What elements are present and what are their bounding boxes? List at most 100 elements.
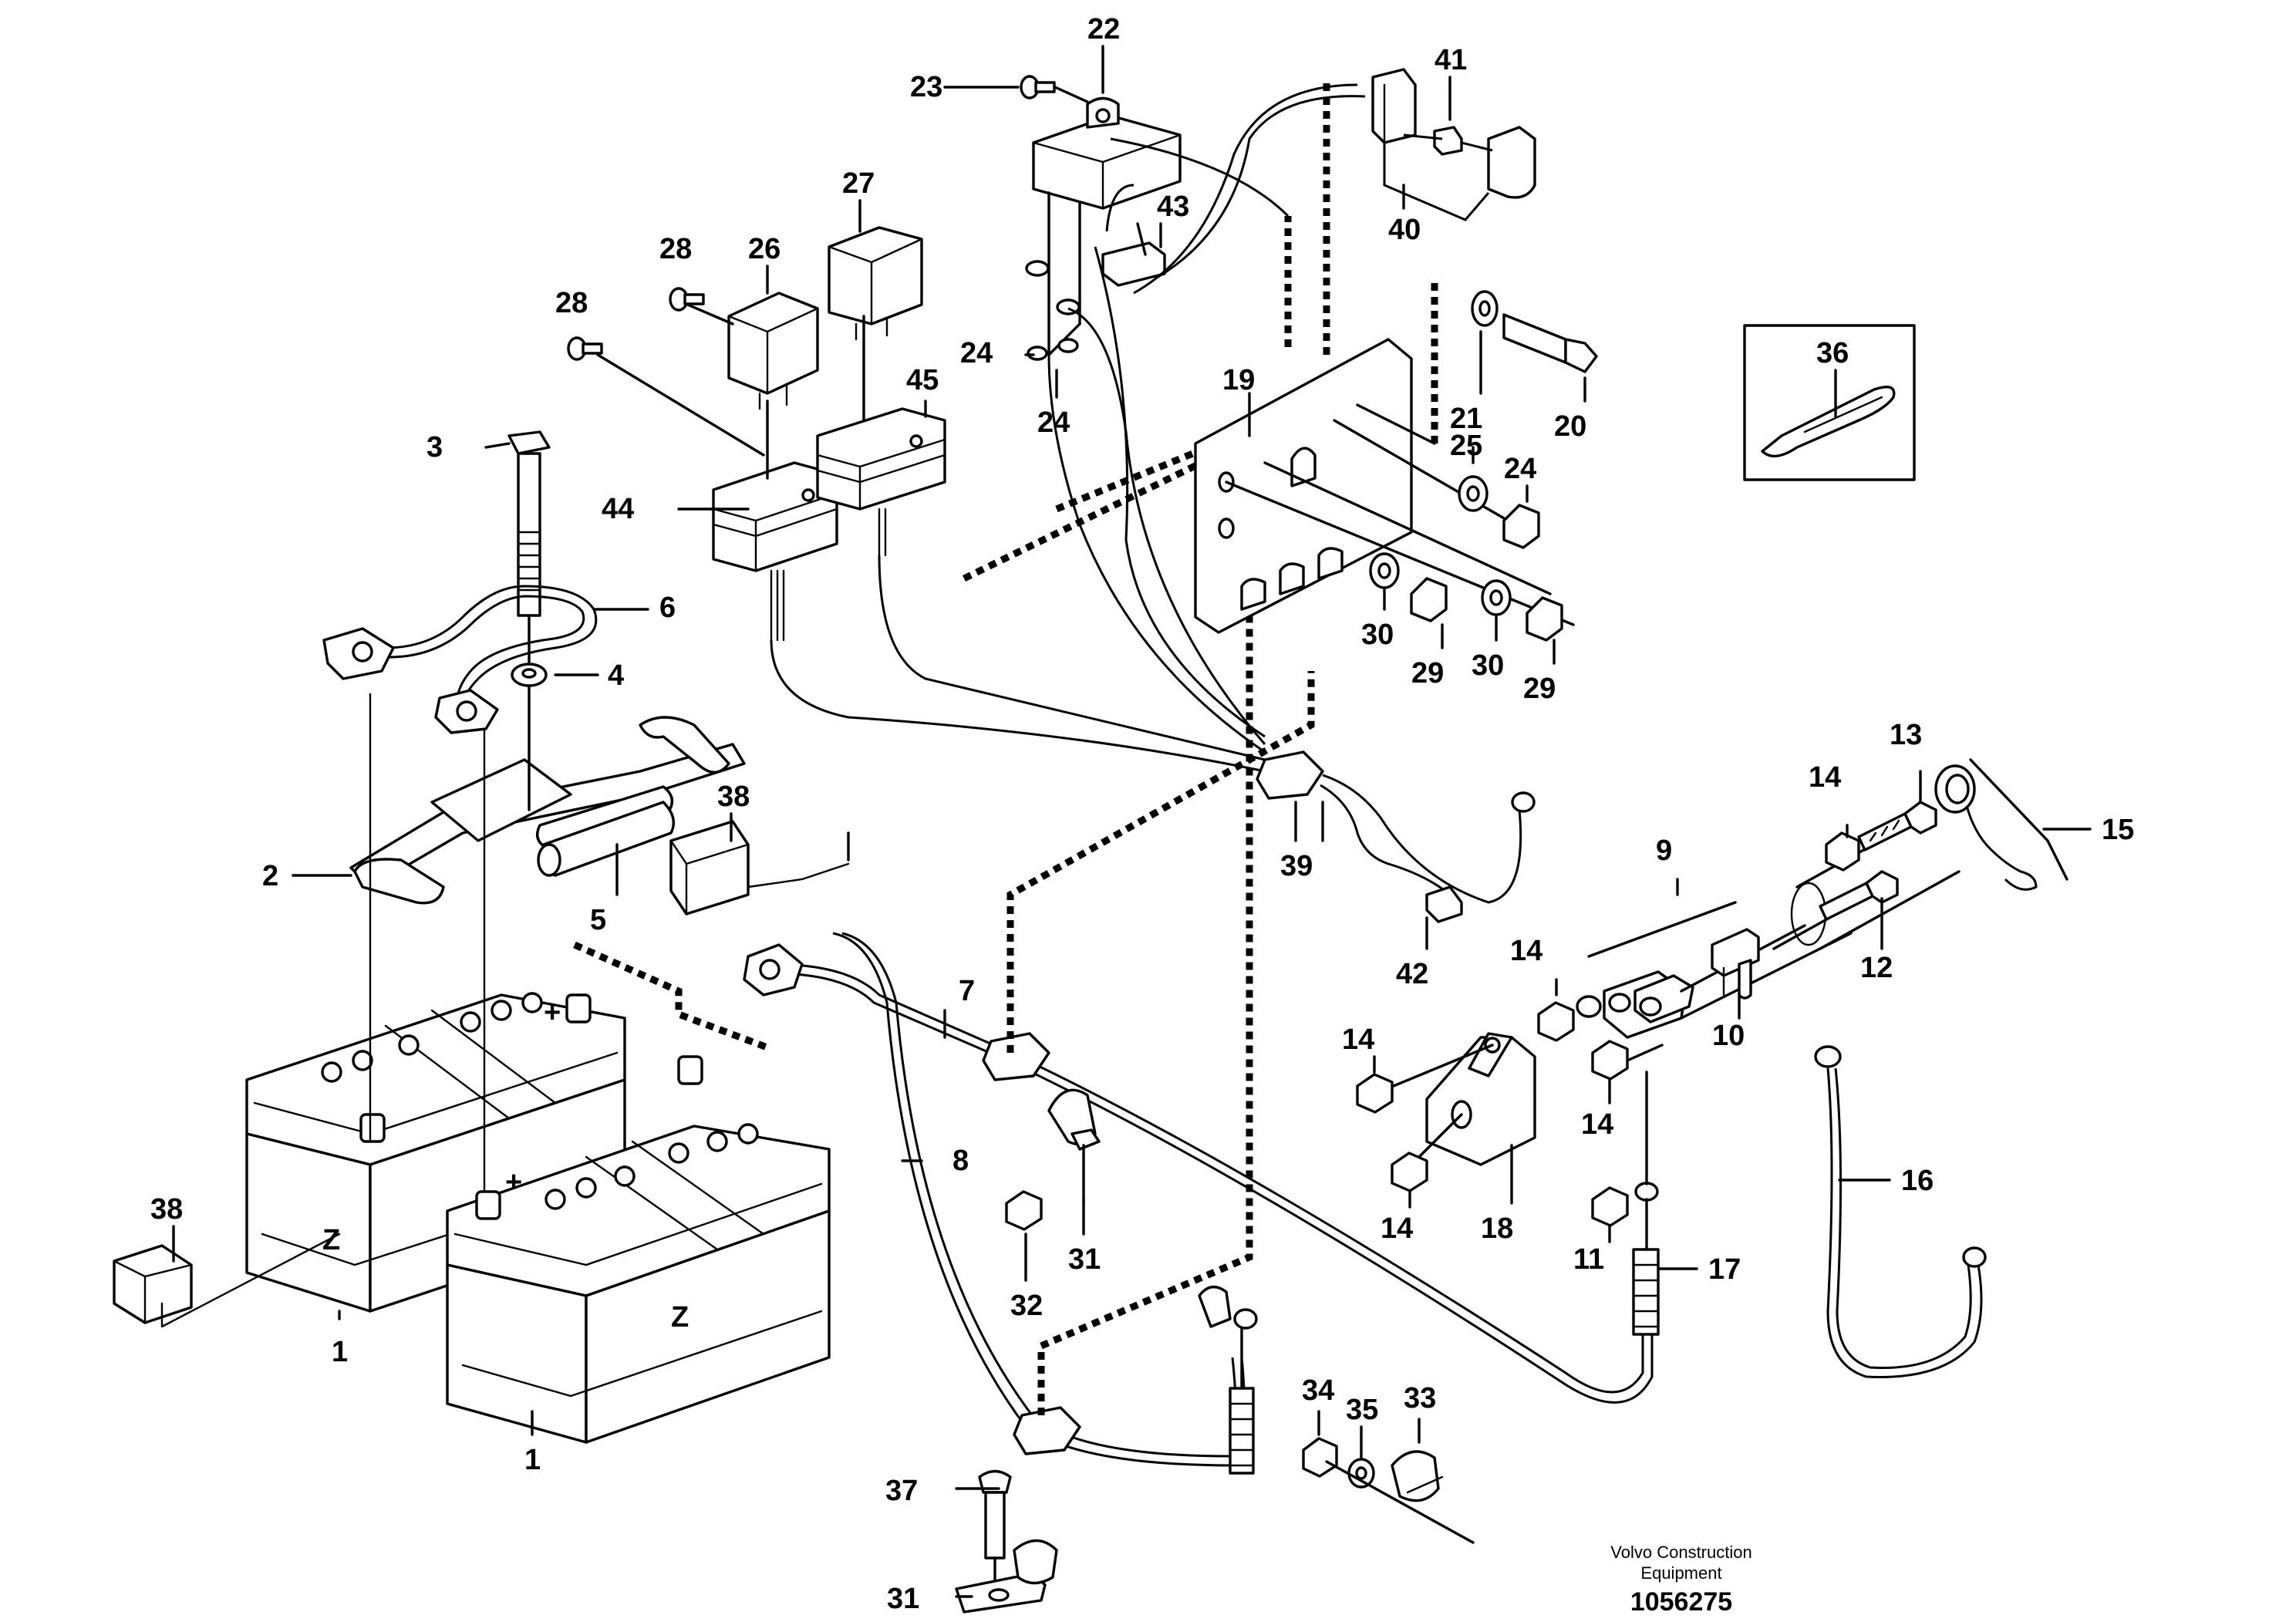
- callout-14e: 14: [1381, 1212, 1413, 1245]
- footer-block: Volvo Construction Equipment 1056275: [1610, 1543, 1752, 1617]
- battery-z-mark: Z: [322, 1224, 340, 1256]
- callout-39: 39: [1280, 850, 1313, 882]
- callout-28a: 28: [659, 233, 692, 265]
- nut-11: [1591, 1186, 1629, 1227]
- leader-lines: [160, 45, 2092, 1598]
- stud-line: [1626, 1044, 1664, 1062]
- mount-bracket-18: [1379, 1032, 1536, 1166]
- callout-3: 3: [426, 431, 443, 464]
- switch-assembly: [1371, 68, 1536, 221]
- callout-37: 37: [885, 1475, 918, 1507]
- battery-z-mark-2: Z: [671, 1301, 689, 1334]
- screw-line-28a: [596, 353, 765, 457]
- nuts-14: [1356, 1001, 1629, 1192]
- callout-6: 6: [659, 592, 676, 624]
- callout-1a: 1: [332, 1336, 348, 1368]
- callout-35: 35: [1346, 1394, 1378, 1426]
- callout-7: 7: [959, 975, 975, 1007]
- callout-22: 22: [1087, 13, 1120, 46]
- callout-29a: 29: [1411, 657, 1444, 690]
- wire-harness: [770, 83, 1366, 773]
- boot-17: [1632, 1071, 1660, 1336]
- terminal-cover-upper: [669, 820, 750, 916]
- callout-33: 33: [1404, 1382, 1436, 1415]
- disconnect-switch-9: [1576, 924, 1853, 1039]
- callout-38a: 38: [717, 781, 750, 813]
- callout-30a: 30: [1361, 619, 1394, 651]
- callout-20: 20: [1554, 410, 1586, 443]
- connector-39: [1256, 750, 1536, 923]
- screw-23: [1020, 75, 1089, 103]
- nut-32: [1005, 1190, 1043, 1231]
- bolt-37: [978, 1469, 1012, 1606]
- hose-sleeve: [537, 801, 675, 877]
- jumper-cable: [322, 585, 598, 734]
- cable-tie-inset: [1743, 324, 1916, 481]
- callout-30b: 30: [1472, 649, 1504, 682]
- callout-41: 41: [1435, 44, 1467, 76]
- callout-24b: 24: [1037, 406, 1070, 439]
- callout-17: 17: [1708, 1253, 1741, 1286]
- callout-31b: 31: [887, 1583, 919, 1615]
- mounting-plate: [1194, 338, 1413, 634]
- relay-base-44: [712, 461, 838, 642]
- screw-12: [1772, 870, 1899, 950]
- screw-28a: [567, 336, 603, 361]
- bracket-9-marker: [1587, 901, 1737, 958]
- cap-15: [1934, 764, 2038, 891]
- bracket-15-marker: [1969, 758, 2068, 881]
- company-name-line1: Volvo Construction: [1610, 1543, 1752, 1562]
- callout-16: 16: [1901, 1165, 1934, 1197]
- callout-9: 9: [1656, 835, 1672, 867]
- callout-13: 13: [1890, 719, 1922, 751]
- dashed-line-lower: [1037, 555, 1253, 1415]
- callout-29b: 29: [1523, 673, 1556, 705]
- battery-plus-mark: +: [544, 996, 561, 1029]
- callout-28b: 28: [555, 287, 588, 319]
- clamp-31-lower: [955, 1539, 1058, 1614]
- callout-23: 23: [910, 71, 942, 103]
- callout-24a: 24: [960, 337, 993, 369]
- callout-11: 11: [1573, 1243, 1604, 1276]
- callout-45: 45: [906, 364, 939, 396]
- callout-14a: 14: [1809, 761, 1841, 794]
- clamp-set-33-35: [1302, 1437, 1475, 1544]
- callout-8: 8: [952, 1145, 969, 1177]
- terminal-cover-lower: [113, 1244, 193, 1324]
- callout-4: 4: [608, 659, 624, 692]
- relay-27: [828, 226, 923, 422]
- callout-32: 32: [1010, 1290, 1043, 1322]
- callout-42: 42: [1396, 958, 1428, 990]
- callout-24c: 24: [1504, 453, 1536, 485]
- screw-13: [1857, 801, 1937, 851]
- cable-ends-lower: [1198, 1285, 1258, 1475]
- battery-bolt: [507, 430, 551, 811]
- cable-positive: [743, 943, 1654, 1404]
- callout-40: 40: [1388, 214, 1421, 246]
- bolt-20: [1471, 290, 1598, 373]
- callout-12: 12: [1860, 952, 1893, 984]
- relay-base-45: [816, 407, 946, 557]
- ground-strap-16: [1814, 1045, 1987, 1378]
- callout-21: 21: [1450, 403, 1482, 435]
- callout-38b: 38: [150, 1193, 183, 1226]
- drawing-number: 1056275: [1630, 1587, 1732, 1617]
- callout-34: 34: [1302, 1374, 1334, 1407]
- bracket-10: [1711, 928, 1760, 1000]
- battery-clamp-bar: [349, 716, 746, 905]
- callout-14d: 14: [1581, 1108, 1613, 1141]
- callout-27: 27: [842, 167, 875, 200]
- callout-14b: 14: [1510, 935, 1542, 967]
- battery-front: + Z: [446, 1055, 831, 1444]
- callout-19: 19: [1222, 364, 1255, 396]
- callout-36: 36: [1816, 337, 1849, 369]
- dashed-line-battery-link: [573, 941, 773, 1053]
- screw-28b: [669, 287, 705, 312]
- callout-31a: 31: [1068, 1243, 1101, 1276]
- callout-26: 26: [748, 233, 781, 265]
- battery-plus-mark-2: +: [505, 1166, 522, 1199]
- washer: [511, 663, 548, 687]
- nut-14-top: [1825, 831, 1860, 872]
